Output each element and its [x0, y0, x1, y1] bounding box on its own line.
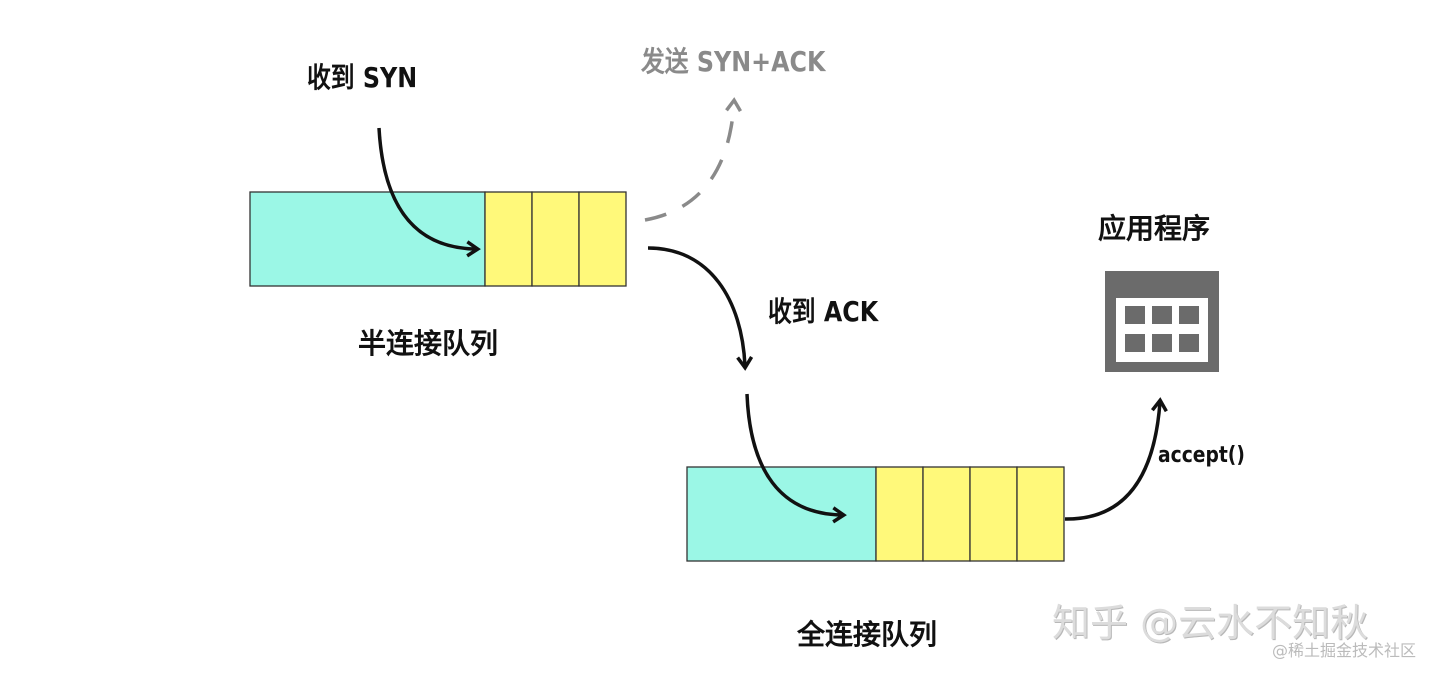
watermark-zhihu: 知乎 @云水不知秋: [1052, 601, 1369, 645]
application-icon: [1105, 271, 1219, 372]
half-queue-occupied-area: [249, 191, 486, 287]
full-queue-occupied-area: [686, 466, 877, 562]
full-queue-label: 全连接队列: [797, 618, 938, 651]
recv-syn-label: 收到 SYN: [307, 61, 418, 94]
full-queue-slot: [922, 466, 971, 562]
accept-label: accept(): [1158, 443, 1245, 468]
half-queue-slot: [531, 191, 580, 287]
application-label: 应用程序: [1098, 212, 1211, 245]
enqueue-full-arrow: [745, 393, 847, 524]
accept-arrow: [1064, 397, 1168, 521]
watermark-juejin: @稀土掘金技术社区: [1272, 641, 1417, 660]
recv-ack-label: 收到 ACK: [768, 295, 879, 328]
half-queue-label: 半连接队列: [358, 327, 499, 360]
half-queue-slot: [484, 191, 533, 287]
recv-syn-arrow: [377, 127, 481, 258]
half-connection-queue: [249, 191, 627, 287]
recv-ack-arrow: [647, 246, 754, 371]
send-syn-ack-label: 发送 SYN+ACK: [641, 45, 826, 78]
send-syn-ack-arrow: [644, 97, 742, 222]
full-queue-slot: [969, 466, 1018, 562]
full-connection-queue: [686, 466, 1065, 562]
full-queue-slot: [875, 466, 924, 562]
full-queue-slot: [1016, 466, 1065, 562]
half-queue-slot: [578, 191, 627, 287]
